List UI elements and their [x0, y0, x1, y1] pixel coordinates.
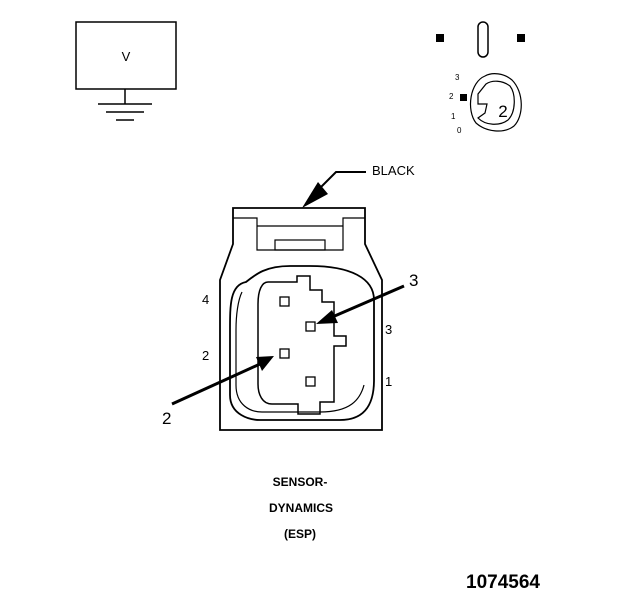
probe-lead-2: 2 — [162, 356, 274, 428]
selector-marker — [460, 94, 467, 101]
pin-label-3: 3 — [385, 322, 392, 337]
ground-icon — [98, 103, 152, 121]
connector-latch — [274, 239, 326, 251]
probe-lead-3: 3 — [316, 271, 418, 324]
pin-label-1: 1 — [385, 374, 392, 389]
voltmeter: V — [75, 21, 177, 121]
probe-3-arrowhead — [316, 310, 338, 324]
connector-seal — [229, 265, 375, 421]
color-callout: BLACK — [302, 163, 415, 208]
slot-icon — [477, 21, 489, 58]
selector-indicator: 3 2 1 0 2 — [436, 21, 525, 135]
probe-callout-3: 3 — [409, 271, 418, 290]
pin-4-terminal — [279, 296, 290, 307]
voltmeter-symbol: V — [122, 49, 131, 64]
figure-number: 1074564 — [466, 572, 540, 593]
selector-pos-2: 2 — [449, 92, 454, 101]
component-name-line1: SENSOR- — [273, 475, 328, 489]
pin-3-terminal — [305, 321, 316, 332]
rotary-knob-icon — [469, 73, 522, 132]
component-name-line3: (ESP) — [284, 527, 316, 541]
pin-label-2: 2 — [202, 348, 209, 363]
selector-pos-0: 0 — [457, 126, 462, 135]
selector-value: 2 — [498, 102, 507, 121]
left-marker — [436, 34, 444, 42]
probe-callout-2: 2 — [162, 409, 171, 428]
voltmeter-box — [75, 21, 177, 90]
callout-arrowhead — [302, 182, 328, 208]
pin-2-terminal — [279, 348, 290, 359]
component-name-line2: DYNAMICS — [269, 501, 333, 515]
pin-label-4: 4 — [202, 292, 209, 307]
connector-housing — [219, 207, 383, 431]
connector-body — [219, 207, 383, 431]
selector-pos-1: 1 — [451, 112, 456, 121]
terminal-cavity — [257, 275, 347, 415]
probe-2-arrowhead — [256, 356, 274, 371]
selector-pos-3: 3 — [455, 73, 460, 82]
pin-1-terminal — [305, 376, 316, 387]
right-marker — [517, 34, 525, 42]
connector-color-label: BLACK — [372, 163, 415, 178]
